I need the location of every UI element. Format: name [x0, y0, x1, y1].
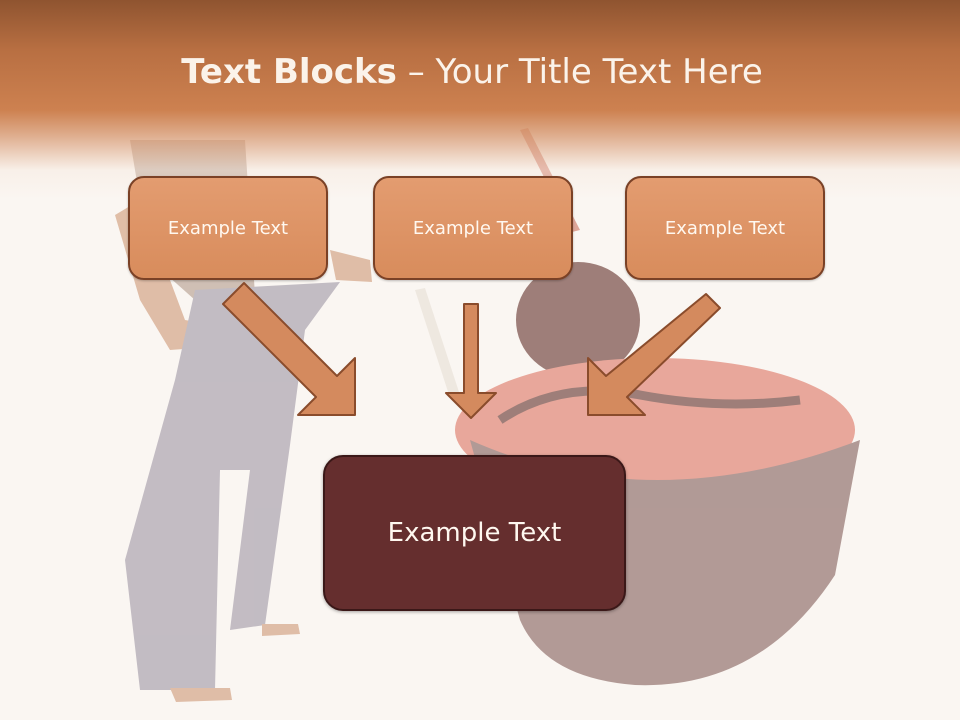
bottom-box[interactable]: Example Text — [323, 455, 626, 611]
top-box-2-label: Example Text — [412, 217, 534, 239]
person-foot-left — [170, 688, 232, 702]
chocolate-drizzle — [497, 386, 801, 424]
top-box-3-label: Example Text — [664, 217, 786, 239]
top-box-3[interactable]: Example Text — [625, 176, 825, 280]
top-box-2[interactable]: Example Text — [373, 176, 573, 280]
arrow-left — [222, 282, 356, 416]
arrow-right — [587, 293, 721, 416]
arrow-center — [445, 303, 497, 419]
title-rest: – Your Title Text Here — [396, 52, 763, 92]
person-foot-right — [262, 624, 300, 636]
bottom-box-label: Example Text — [387, 518, 562, 548]
top-box-1[interactable]: Example Text — [128, 176, 328, 280]
header-band — [0, 0, 960, 200]
title-bold: Text Blocks — [181, 52, 397, 92]
measuring-tape — [415, 288, 460, 398]
cherry — [516, 262, 640, 378]
person-trousers — [125, 282, 340, 690]
person-hand — [330, 250, 372, 282]
slide-title: Text Blocks – Your Title Text Here — [0, 52, 944, 92]
top-box-1-label: Example Text — [167, 217, 289, 239]
